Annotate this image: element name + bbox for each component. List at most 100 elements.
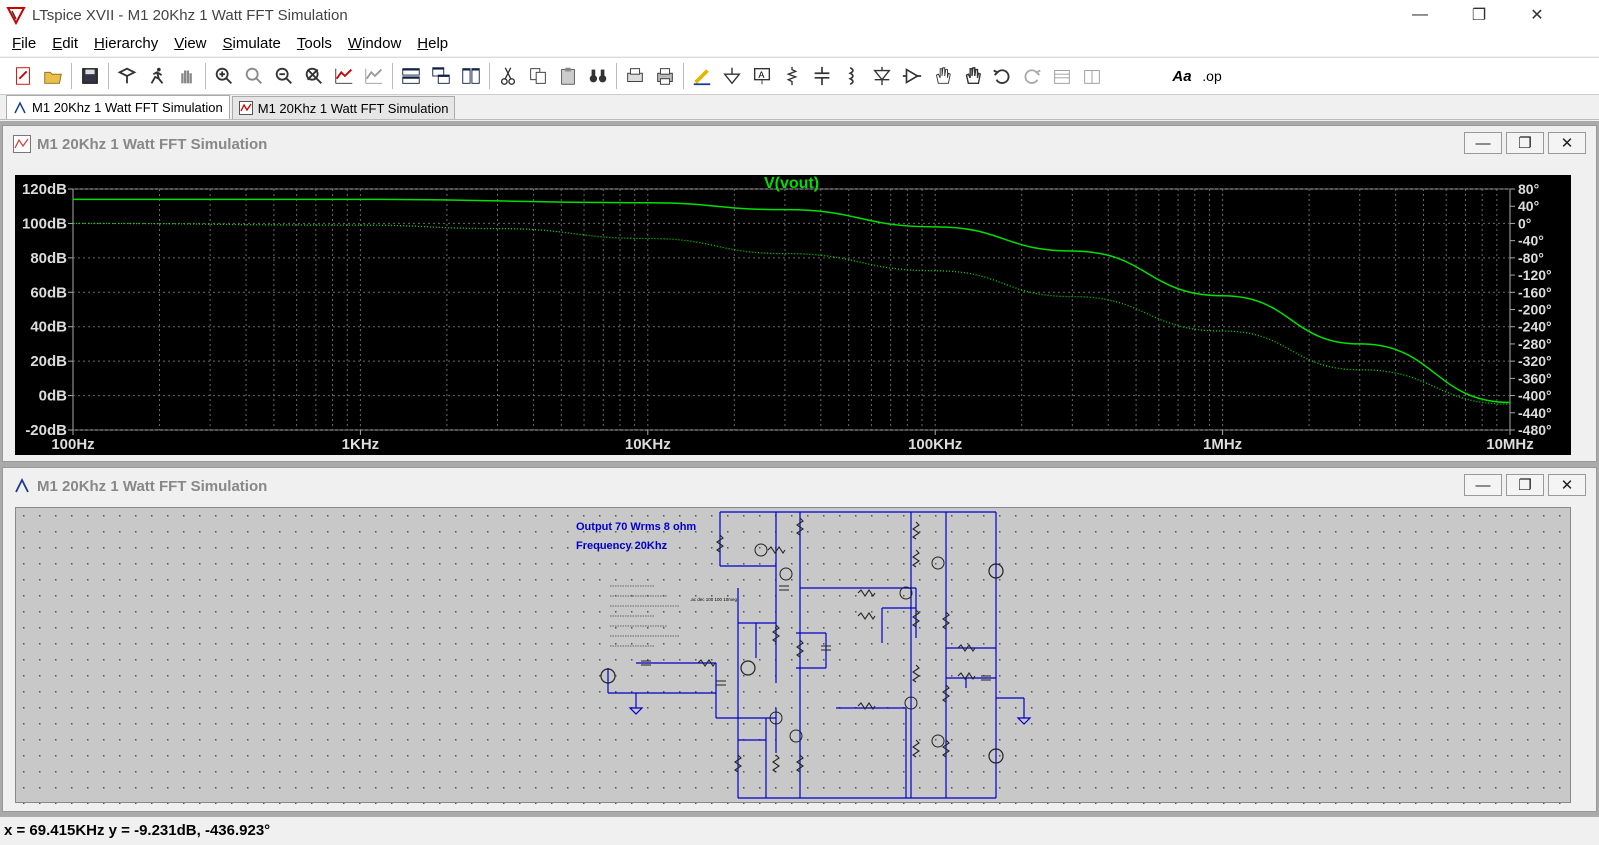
spice-directive-button[interactable] (1137, 61, 1167, 91)
schematic-close-button[interactable]: ✕ (1548, 474, 1586, 496)
menu-window[interactable]: Window (347, 34, 402, 52)
new-schematic-button[interactable] (8, 61, 38, 91)
run-button[interactable] (142, 61, 172, 91)
resistor-symbol (857, 589, 876, 597)
menu-hierarchy[interactable]: Hierarchy (94, 34, 159, 52)
y-right-tick-label: -40° (1518, 233, 1544, 249)
redo-button[interactable] (1017, 61, 1047, 91)
drag-button[interactable] (957, 61, 987, 91)
schematic-minimize-button[interactable]: — (1464, 474, 1502, 496)
cut-icon (500, 67, 516, 85)
zoom-pan-icon (245, 67, 262, 84)
text-button[interactable] (1107, 61, 1137, 91)
y-left-tick-label: 120dB (22, 181, 67, 198)
inductor-icon (848, 67, 854, 85)
resistor-symbol (957, 672, 976, 680)
ltspice-logo-icon (6, 7, 26, 25)
zoom-in-button[interactable] (209, 61, 239, 91)
tile-horizontal-button[interactable] (396, 61, 426, 91)
capacitor-symbol (821, 645, 831, 651)
cascade-button[interactable] (426, 61, 456, 91)
transistor-symbol (754, 543, 768, 557)
x-tick-label: 10MHz (1486, 436, 1534, 453)
draw-wire-button[interactable] (687, 61, 717, 91)
x-tick-label: 10KHz (625, 436, 671, 453)
menu-simulate[interactable]: Simulate (222, 34, 281, 52)
plot-settings-button[interactable] (359, 61, 389, 91)
transistor-symbol (779, 567, 793, 581)
undo-button[interactable] (987, 61, 1017, 91)
waveform-maximize-button[interactable]: ❐ (1506, 132, 1544, 154)
component-icon (902, 68, 922, 84)
schematic-window-titlebar[interactable]: M1 20Khz 1 Watt FFT Simulation — ❐ ✕ (3, 468, 1596, 504)
ground-symbol (1016, 717, 1032, 725)
autorange-button[interactable] (329, 61, 359, 91)
transistor-symbol (931, 734, 945, 748)
ground-button[interactable] (717, 61, 747, 91)
inductor-button[interactable] (837, 61, 867, 91)
menu-bar: File Edit Hierarchy View Simulate Tools … (0, 30, 1599, 56)
schematic-grid (16, 508, 1572, 804)
autorange-icon (335, 68, 353, 84)
paste-button[interactable] (553, 61, 583, 91)
tab-waveform[interactable]: M1 20Khz 1 Watt FFT Simulation (231, 96, 456, 119)
zoom-out-icon (275, 67, 292, 84)
zoom-pan-button[interactable] (239, 61, 269, 91)
tile-vertical-button[interactable] (456, 61, 486, 91)
text-button[interactable]: Aa (1172, 67, 1192, 85)
resistor-symbol (912, 739, 920, 758)
voltage-source-symbol (988, 748, 1004, 764)
schematic-maximize-button[interactable]: ❐ (1506, 474, 1544, 496)
find-button[interactable] (583, 61, 613, 91)
diode-button[interactable] (867, 61, 897, 91)
cursor-readout: x = 69.415KHz y = -9.231dB, -436.923° (4, 822, 271, 839)
tab-schematic[interactable]: M1 20Khz 1 Watt FFT Simulation (6, 95, 230, 119)
resistor-symbol (767, 546, 786, 554)
bode-plot[interactable]: 120dB100dB80dB60dB40dB20dB0dB-20dB80°40°… (15, 175, 1571, 455)
menu-tools[interactable]: Tools (296, 34, 332, 52)
mirror-icon (1084, 70, 1100, 84)
cut-button[interactable] (493, 61, 523, 91)
waveform-minimize-button[interactable]: — (1464, 132, 1502, 154)
resistor-symbol (912, 609, 920, 628)
rotate-button[interactable] (1047, 61, 1077, 91)
y-right-tick-label: 40° (1518, 198, 1539, 214)
spice-directive-button[interactable]: .op (1202, 68, 1222, 84)
open-button[interactable] (38, 61, 68, 91)
close-button[interactable]: ✕ (1530, 7, 1544, 24)
restore-button[interactable]: ❐ (1471, 7, 1487, 24)
print-button[interactable] (650, 61, 680, 91)
y-left-tick-label: 0dB (39, 388, 68, 405)
component-button[interactable] (897, 61, 927, 91)
halt-button[interactable] (172, 61, 202, 91)
menu-file[interactable]: File (12, 34, 37, 52)
save-button[interactable] (75, 61, 105, 91)
move-button[interactable] (927, 61, 957, 91)
minimize-button[interactable]: — (1412, 6, 1428, 23)
menu-view[interactable]: View (174, 34, 207, 52)
mirror-button[interactable] (1077, 61, 1107, 91)
waveform-window-titlebar[interactable]: M1 20Khz 1 Watt FFT Simulation — ❐ ✕ (3, 126, 1596, 162)
waveform-close-button[interactable]: ✕ (1548, 132, 1586, 154)
print-preview-button[interactable] (620, 61, 650, 91)
menu-help[interactable]: Help (417, 34, 449, 52)
menu-edit[interactable]: Edit (52, 34, 79, 52)
plot-settings-icon (365, 68, 383, 84)
resistor-symbol (857, 702, 876, 710)
label-net-button[interactable]: A (747, 61, 777, 91)
resistor-symbol (796, 517, 804, 536)
drag-icon (965, 67, 982, 85)
copy-button[interactable] (523, 61, 553, 91)
zoom-cancel-button[interactable] (299, 61, 329, 91)
resistor-button[interactable] (777, 61, 807, 91)
resistor-symbol (734, 754, 742, 773)
zoom-out-button[interactable] (269, 61, 299, 91)
y-right-tick-label: -200° (1518, 302, 1552, 318)
capacitor-button[interactable] (807, 61, 837, 91)
control-panel-button[interactable] (112, 61, 142, 91)
new-schematic-icon (16, 67, 30, 85)
print-icon (657, 68, 673, 85)
